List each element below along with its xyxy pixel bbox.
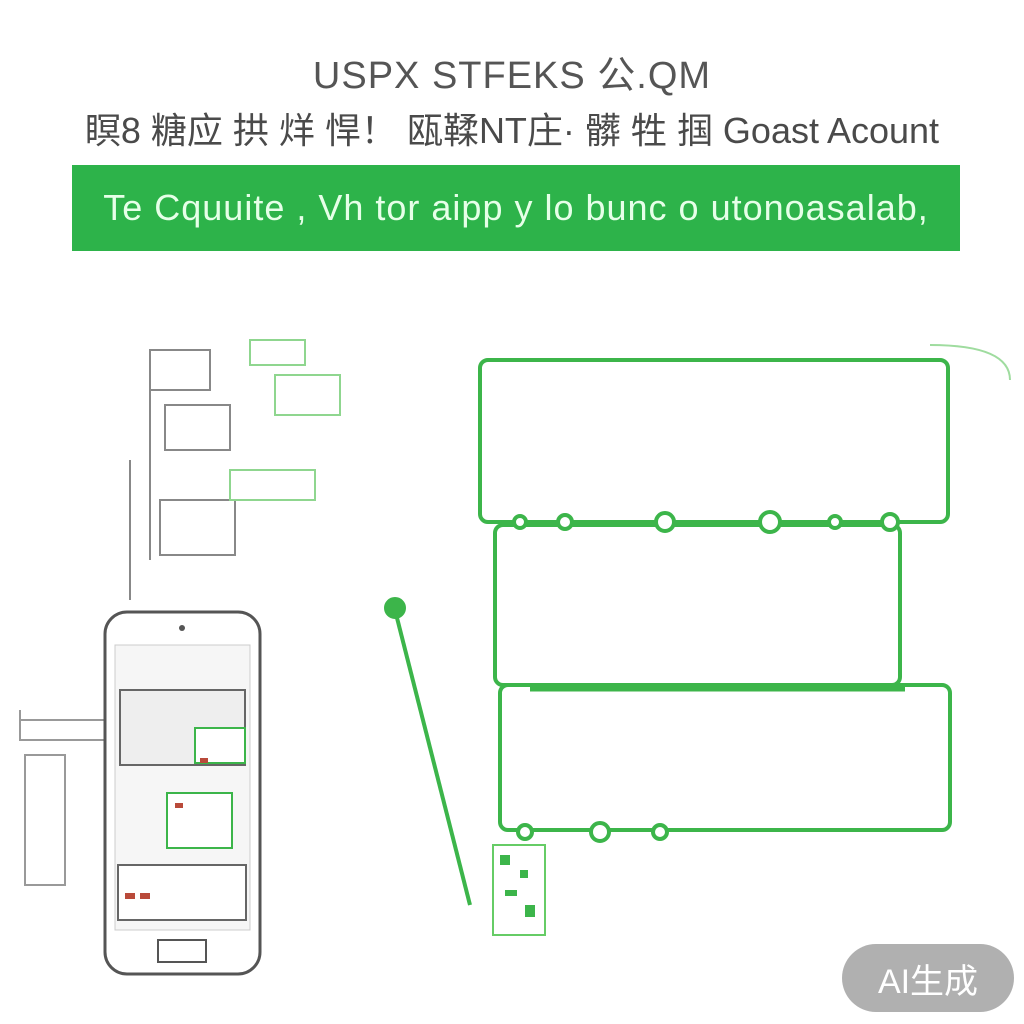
green-screen-outlines [229,339,341,501]
workflow-boxes [478,344,1011,832]
page-subtitle: 瞑8 糖应 拱 烊 悍！ 瓯鞣NT庄· 髒 牲 掴 Goast Acount [84,110,940,151]
left-structure [19,710,110,886]
qr-code-icon [492,844,546,936]
phone-icon [103,610,262,976]
stylus-line [384,597,472,906]
ai-generated-badge: AI生成 [842,944,1014,1012]
banner-text: Te Cquuite , Vh tor aipp y lo bunc o uto… [103,187,929,228]
connector-nodes [512,510,900,843]
green-banner: Te Cquuite , Vh tor aipp y lo bunc o uto… [72,165,960,251]
page-title: USPX STFEKS 公.QM [312,55,712,97]
stacked-screens [129,349,236,600]
